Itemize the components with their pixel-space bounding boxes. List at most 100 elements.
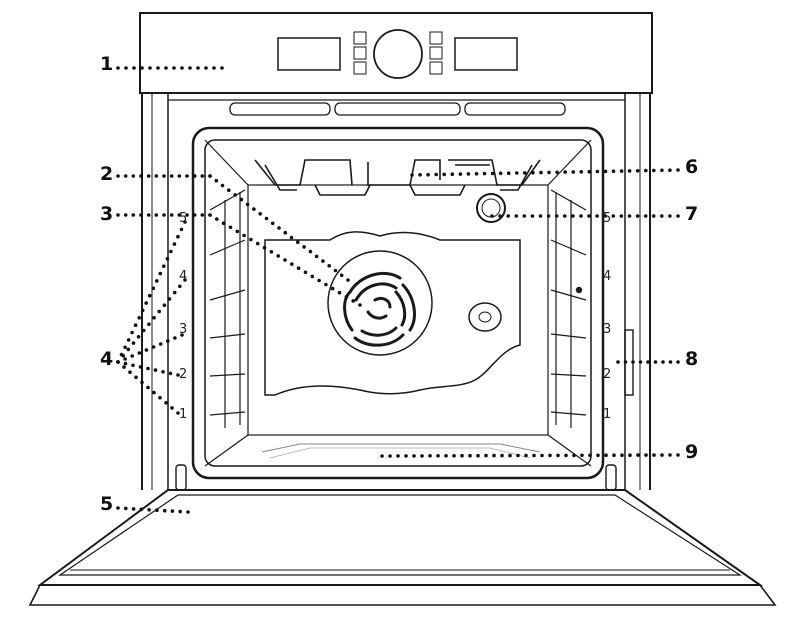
leader-6-dot — [418, 173, 422, 177]
leader-3-dot — [192, 213, 197, 217]
leader-2-dot — [139, 174, 143, 178]
leader-1-dot — [140, 66, 144, 70]
leader-4d-dot — [138, 365, 143, 369]
leader-3-dot — [154, 213, 159, 217]
leader-4d-dot — [123, 361, 128, 366]
leader-2b-dot — [302, 245, 306, 249]
leader-2b-dot — [239, 197, 244, 202]
leader-2-dot — [146, 174, 151, 178]
leader-4b-dot — [157, 309, 161, 314]
leader-4a-dot — [162, 264, 166, 269]
leader-6-dot — [676, 168, 680, 172]
leader-6-dot — [498, 171, 503, 176]
leader-2b-dot — [233, 193, 237, 197]
leader-2b-dot — [333, 268, 338, 273]
leader-9-dot — [548, 453, 552, 458]
leader-9-dot — [668, 453, 672, 457]
leader-4e-dot — [116, 360, 120, 364]
left-shelf-guides — [209, 189, 246, 428]
leader-3b-dot — [290, 262, 294, 266]
leader-6-dot — [571, 170, 575, 174]
leader-2-dot — [200, 174, 205, 178]
leader-4d-dot — [161, 370, 165, 374]
leader-4e-dot — [128, 370, 132, 375]
leader-2-dot — [192, 174, 197, 178]
leader-9-dot — [612, 453, 616, 458]
leader-4a-dot — [172, 242, 177, 246]
leader-2b-dot — [327, 264, 332, 268]
leader-7-dot — [668, 214, 672, 218]
leader-2-dot — [169, 174, 174, 178]
leader-6-dot — [668, 168, 672, 172]
leader-3b-dot — [228, 225, 233, 230]
leader-7-dot — [571, 214, 575, 218]
leader-9-dot — [484, 453, 488, 458]
leader-9-dot — [644, 453, 648, 457]
leader-2b-dot — [270, 221, 275, 226]
leader-3b-dot — [344, 295, 349, 299]
callout-8: 8 — [685, 348, 698, 370]
leader-6-dot — [603, 169, 608, 174]
leader-2b-dot — [277, 226, 281, 230]
callout-4: 4 — [100, 348, 113, 370]
leader-8-dot — [668, 360, 673, 364]
leader-9-dot — [452, 454, 456, 458]
leader-3b-dot — [330, 286, 335, 291]
shelf-levels-left: 5 4 3 2 1 — [179, 211, 187, 422]
shelf-level-right-1: 1 — [603, 407, 611, 422]
leader-2b-dot — [346, 278, 350, 282]
leader-3b-dot — [351, 299, 356, 303]
leader-3b-dot — [276, 254, 281, 258]
leader-4c-dot — [144, 348, 149, 352]
circular-heating-element — [343, 272, 416, 347]
leader-4b-dot — [172, 290, 177, 295]
shelf-level-right-2: 2 — [603, 367, 611, 382]
leader-4a-dot — [144, 301, 148, 305]
leader-3b-dot — [235, 229, 240, 234]
shelf-level-left-3: 3 — [179, 322, 187, 337]
leader-6-dot — [434, 172, 439, 177]
leader-6-dot — [579, 170, 584, 174]
leader-4b-dot — [121, 353, 125, 358]
leader-3b-dot — [249, 237, 253, 242]
leader-5-dot — [116, 506, 120, 510]
leader-lines — [116, 66, 680, 514]
leader-2-dot — [123, 174, 128, 178]
leader-6-dot — [652, 168, 656, 173]
leader-1-dot — [220, 66, 224, 70]
leader-4e-dot — [170, 406, 174, 410]
leader-4a-dot — [165, 257, 170, 261]
callouts: 1 2 3 4 5 6 7 8 9 — [100, 53, 698, 515]
leader-9-dot — [468, 453, 472, 458]
leader-1-dot — [132, 66, 136, 70]
callout-2: 2 — [100, 163, 113, 185]
leader-7-dot — [676, 214, 680, 218]
leader-7-dot — [595, 214, 599, 218]
leader-2-dot — [116, 174, 120, 178]
leader-9-dot — [580, 453, 584, 458]
shelf-level-left-4: 4 — [179, 269, 187, 284]
leader-2-dot — [162, 174, 166, 178]
leader-3b-dot — [242, 233, 246, 238]
leader-7-dot — [651, 214, 656, 218]
leader-1-dot — [164, 66, 168, 70]
leader-4e-dot — [176, 411, 180, 415]
leader-7-dot — [643, 214, 648, 218]
leader-6-dot — [426, 172, 430, 177]
leader-9-dot — [420, 454, 424, 458]
leader-8-dot — [623, 360, 628, 364]
leader-6-dot — [458, 172, 463, 176]
leader-6-dot — [531, 170, 535, 175]
leader-4b-dot — [147, 322, 151, 327]
leader-8-dot — [631, 360, 635, 364]
leader-2b-dot — [220, 183, 225, 188]
leader-3b-dot — [215, 217, 219, 221]
leader-6-dot — [410, 173, 414, 177]
leader-9-dot — [492, 453, 496, 458]
shelf-level-right-3: 3 — [603, 322, 611, 337]
leader-9-dot — [380, 454, 384, 458]
leader-3b-dot — [221, 221, 226, 225]
leader-9-dot — [508, 453, 512, 458]
leader-9-dot — [460, 453, 464, 458]
leader-3-dot — [116, 213, 120, 217]
